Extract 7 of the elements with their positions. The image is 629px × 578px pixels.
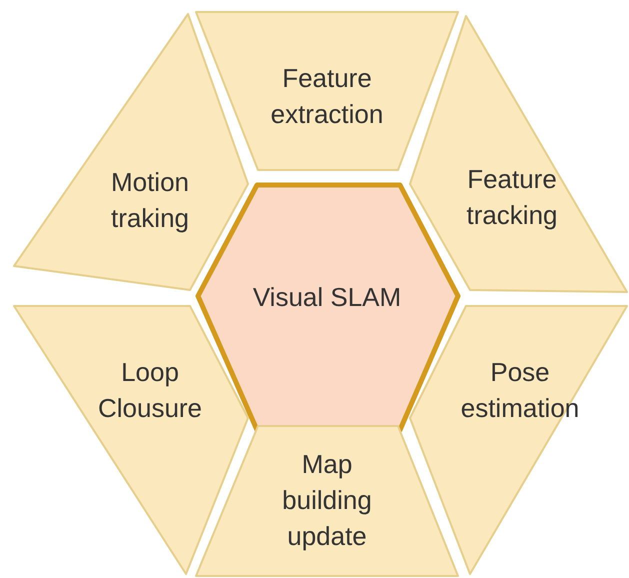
node-label: Feature extraction <box>270 62 384 131</box>
node-label: Visual SLAM <box>252 281 402 314</box>
node-label: Feature tracking <box>465 163 559 232</box>
node-label: Map building update <box>281 448 373 553</box>
node-label: Pose estimation <box>460 356 580 425</box>
node-label: Loop Clousure <box>96 356 204 425</box>
node-label: Motion traking <box>110 166 190 235</box>
